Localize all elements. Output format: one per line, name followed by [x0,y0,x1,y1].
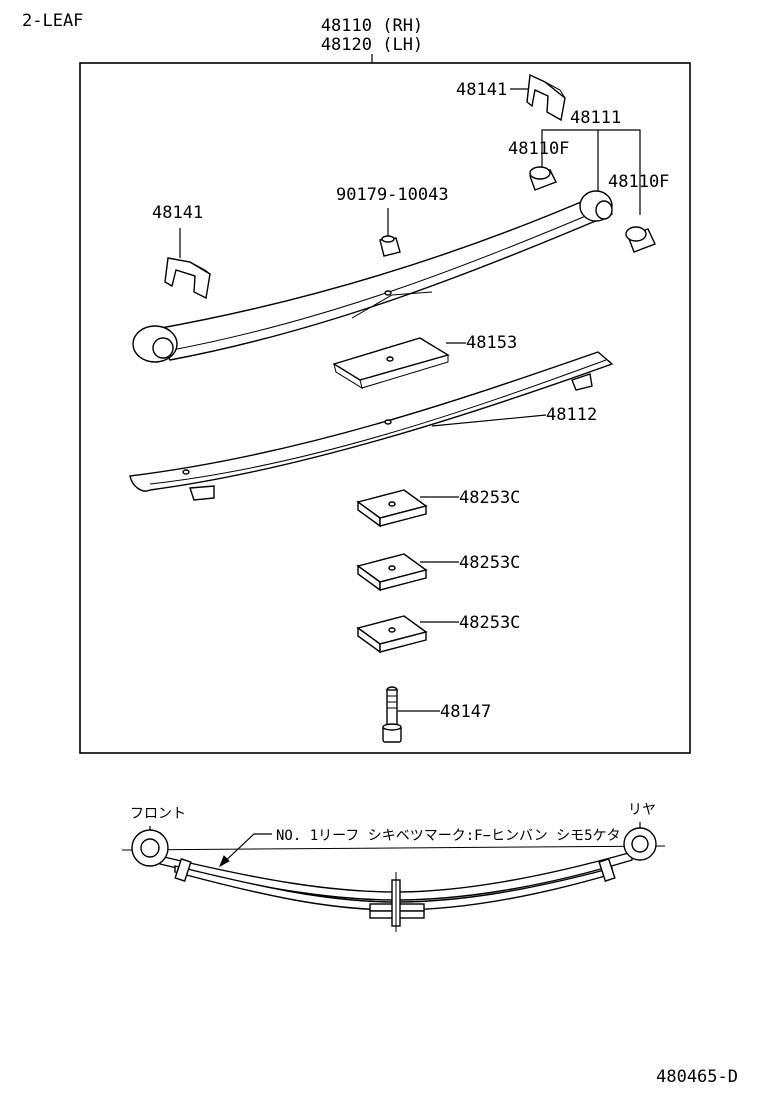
part-label-bushing-assy[interactable]: 48111 [570,108,621,128]
part-label-clip-upper[interactable]: 48141 [456,80,507,100]
spacer-block-2[interactable] [356,553,428,592]
part-label-insulator[interactable]: 48153 [466,333,517,353]
part-label-leaf-no2[interactable]: 48112 [546,405,597,425]
note-arrowhead [219,855,230,868]
main-leaf-spring[interactable] [132,190,614,363]
part-label-spacer-3[interactable]: 48253C [459,613,520,633]
leaf-identification-note: NO. 1リーフ シキベツマーク:F−ヒンバン シモ5ケタ [276,828,621,844]
bracket-bushing-assy [541,129,641,215]
assembly-label-lh[interactable]: 48120 (LH) [321,35,423,55]
part-label-spacer-2[interactable]: 48253C [459,553,520,573]
part-label-spacer-1[interactable]: 48253C [459,488,520,508]
bushing-right[interactable] [625,226,656,253]
centerline [121,845,666,851]
assembly-frame [79,62,691,754]
diagram-code: 480465-D [656,1067,738,1087]
spacer-block-3[interactable] [356,615,428,654]
part-label-nut[interactable]: 90179-10043 [336,185,449,205]
spring-clip-upper[interactable] [526,73,566,122]
front-direction-label: フロント [130,806,186,822]
nut[interactable] [379,235,401,257]
part-label-bushing-f-right[interactable]: 48110F [608,172,669,192]
installed-leaf-spring[interactable] [131,827,657,932]
rear-direction-label: リヤ [628,802,656,818]
bushing-left[interactable] [529,166,557,191]
part-label-bushing-f-left[interactable]: 48110F [508,139,569,159]
spring-clip-left[interactable] [164,257,211,300]
assembly-label-rh[interactable]: 48110 (RH) [321,16,423,36]
part-label-clip-left[interactable]: 48141 [152,203,203,223]
leader-leaf-no2 [431,414,547,427]
center-bolt[interactable] [382,686,402,743]
second-leaf-spring[interactable] [129,351,614,501]
spacer-block-1[interactable] [356,489,428,528]
insulator-pad[interactable] [332,337,450,390]
part-label-center-bolt[interactable]: 48147 [440,702,491,722]
note-leader [219,833,272,867]
variant-label[interactable]: 2-LEAF [22,11,83,31]
